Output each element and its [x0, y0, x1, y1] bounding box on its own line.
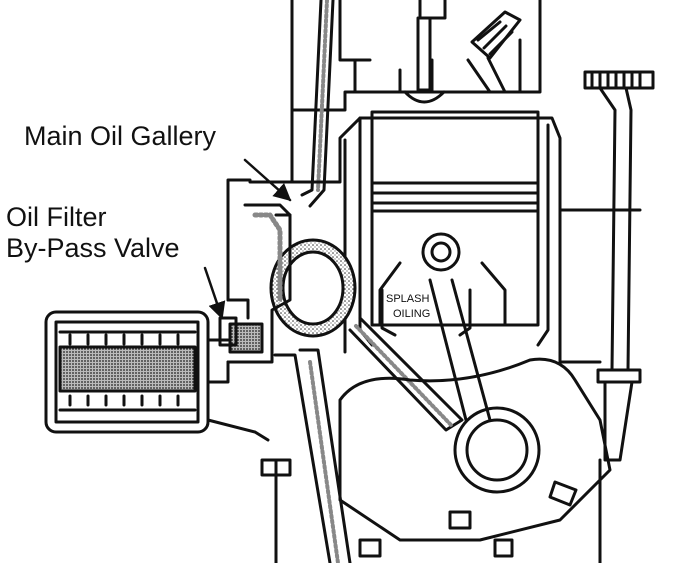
oil-filter-label: Oil Filter By-Pass Valve: [6, 202, 180, 264]
splash-label-line1: SPLASH: [386, 293, 429, 305]
dipstick: [583, 70, 655, 462]
main-oil-gallery-label: Main Oil Gallery: [24, 121, 217, 151]
oil-filter: [44, 310, 270, 442]
main-oil-gallery-arrow: [243, 158, 292, 202]
bypass-valve-arrow: [203, 266, 226, 320]
spark-plug-icon: [466, 10, 522, 94]
splash-label-line2: OILING: [393, 308, 430, 320]
valve-icon: [403, 16, 446, 104]
cylinder-head: [290, 0, 542, 112]
camshaft: [269, 238, 357, 338]
piston: [370, 110, 540, 327]
splash-oiling-zone: [380, 288, 472, 337]
oil-filter-label-line2: By-Pass Valve: [6, 233, 180, 263]
oil-filter-label-line1: Oil Filter: [6, 202, 107, 232]
oil-pan: [260, 348, 602, 563]
oil-feed-line: [300, 0, 335, 208]
crankshaft: [338, 357, 612, 542]
filter-adapter: [218, 203, 292, 364]
